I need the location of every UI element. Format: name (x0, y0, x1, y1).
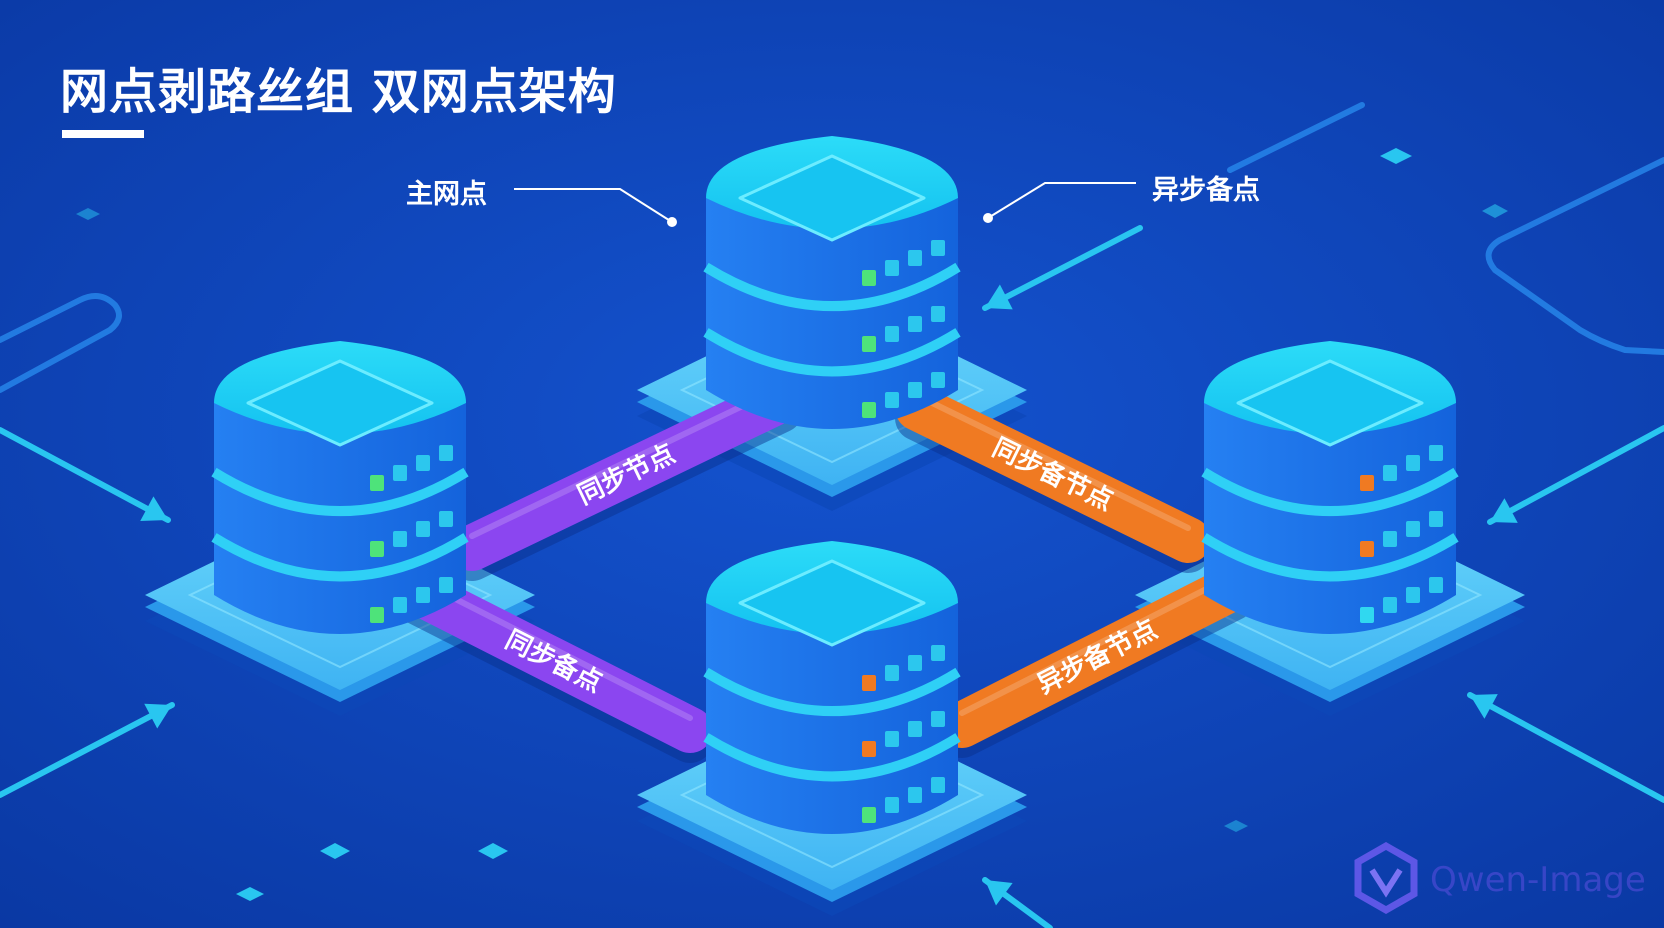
status-led (1360, 541, 1374, 557)
status-led (416, 587, 430, 603)
callout-lines (514, 182, 1136, 227)
arrow (982, 877, 1053, 928)
status-led (439, 511, 453, 527)
status-led (931, 306, 945, 322)
callout-async-backup: 异步备点 (1152, 175, 1260, 206)
arrow (1467, 692, 1664, 803)
status-led (885, 326, 899, 342)
status-led (862, 807, 876, 823)
arrow (1487, 425, 1664, 525)
status-led (885, 797, 899, 813)
status-led (1406, 587, 1420, 603)
status-led (931, 240, 945, 256)
status-led (908, 382, 922, 398)
callout-main-node: 主网点 (406, 179, 487, 210)
status-led (393, 597, 407, 613)
status-led (862, 336, 876, 352)
status-led (908, 721, 922, 737)
server-bottom (703, 541, 961, 834)
arrow (0, 702, 175, 798)
flow-arrows (0, 225, 1664, 928)
status-led (931, 711, 945, 727)
status-led (1429, 511, 1443, 527)
status-led (1383, 597, 1397, 613)
arrow (982, 225, 1143, 311)
status-led (393, 465, 407, 481)
status-led (885, 260, 899, 276)
watermark: Qwen-Image (1350, 841, 1646, 918)
status-led (885, 665, 899, 681)
status-led (393, 531, 407, 547)
server-top (703, 136, 961, 429)
page-title: 网点剥路丝组 双网点架构 (60, 64, 617, 120)
qwen-logo-icon (1354, 841, 1418, 915)
status-led (1406, 521, 1420, 537)
status-led (1383, 465, 1397, 481)
status-led (370, 541, 384, 557)
status-led (931, 372, 945, 388)
status-led (439, 577, 453, 593)
background-circuit-lines (0, 102, 1664, 393)
status-led (908, 655, 922, 671)
status-led (931, 777, 945, 793)
status-led (370, 475, 384, 491)
server-left (211, 341, 469, 634)
server-right (1201, 341, 1459, 634)
status-led (862, 741, 876, 757)
status-led (416, 455, 430, 471)
status-led (908, 787, 922, 803)
status-led (908, 316, 922, 332)
status-led (416, 521, 430, 537)
watermark-text: Qwen-Image (1430, 860, 1646, 900)
status-led (439, 445, 453, 461)
status-led (885, 392, 899, 408)
link-bottom-right: 异步备节点 (939, 565, 1255, 758)
status-led (931, 645, 945, 661)
decor-diamonds (76, 148, 1508, 901)
status-led (1360, 475, 1374, 491)
link-top-right: 同步备节点 (895, 385, 1211, 573)
status-led (862, 675, 876, 691)
status-led (862, 402, 876, 418)
status-led (1383, 531, 1397, 547)
servers (211, 136, 1459, 834)
status-led (908, 250, 922, 266)
status-led (1360, 607, 1374, 623)
title-underline (62, 130, 144, 138)
status-led (1429, 577, 1443, 593)
status-led (1406, 455, 1420, 471)
status-led (1429, 445, 1443, 461)
status-led (885, 731, 899, 747)
status-led (862, 270, 876, 286)
arrow (0, 427, 171, 523)
status-led (370, 607, 384, 623)
